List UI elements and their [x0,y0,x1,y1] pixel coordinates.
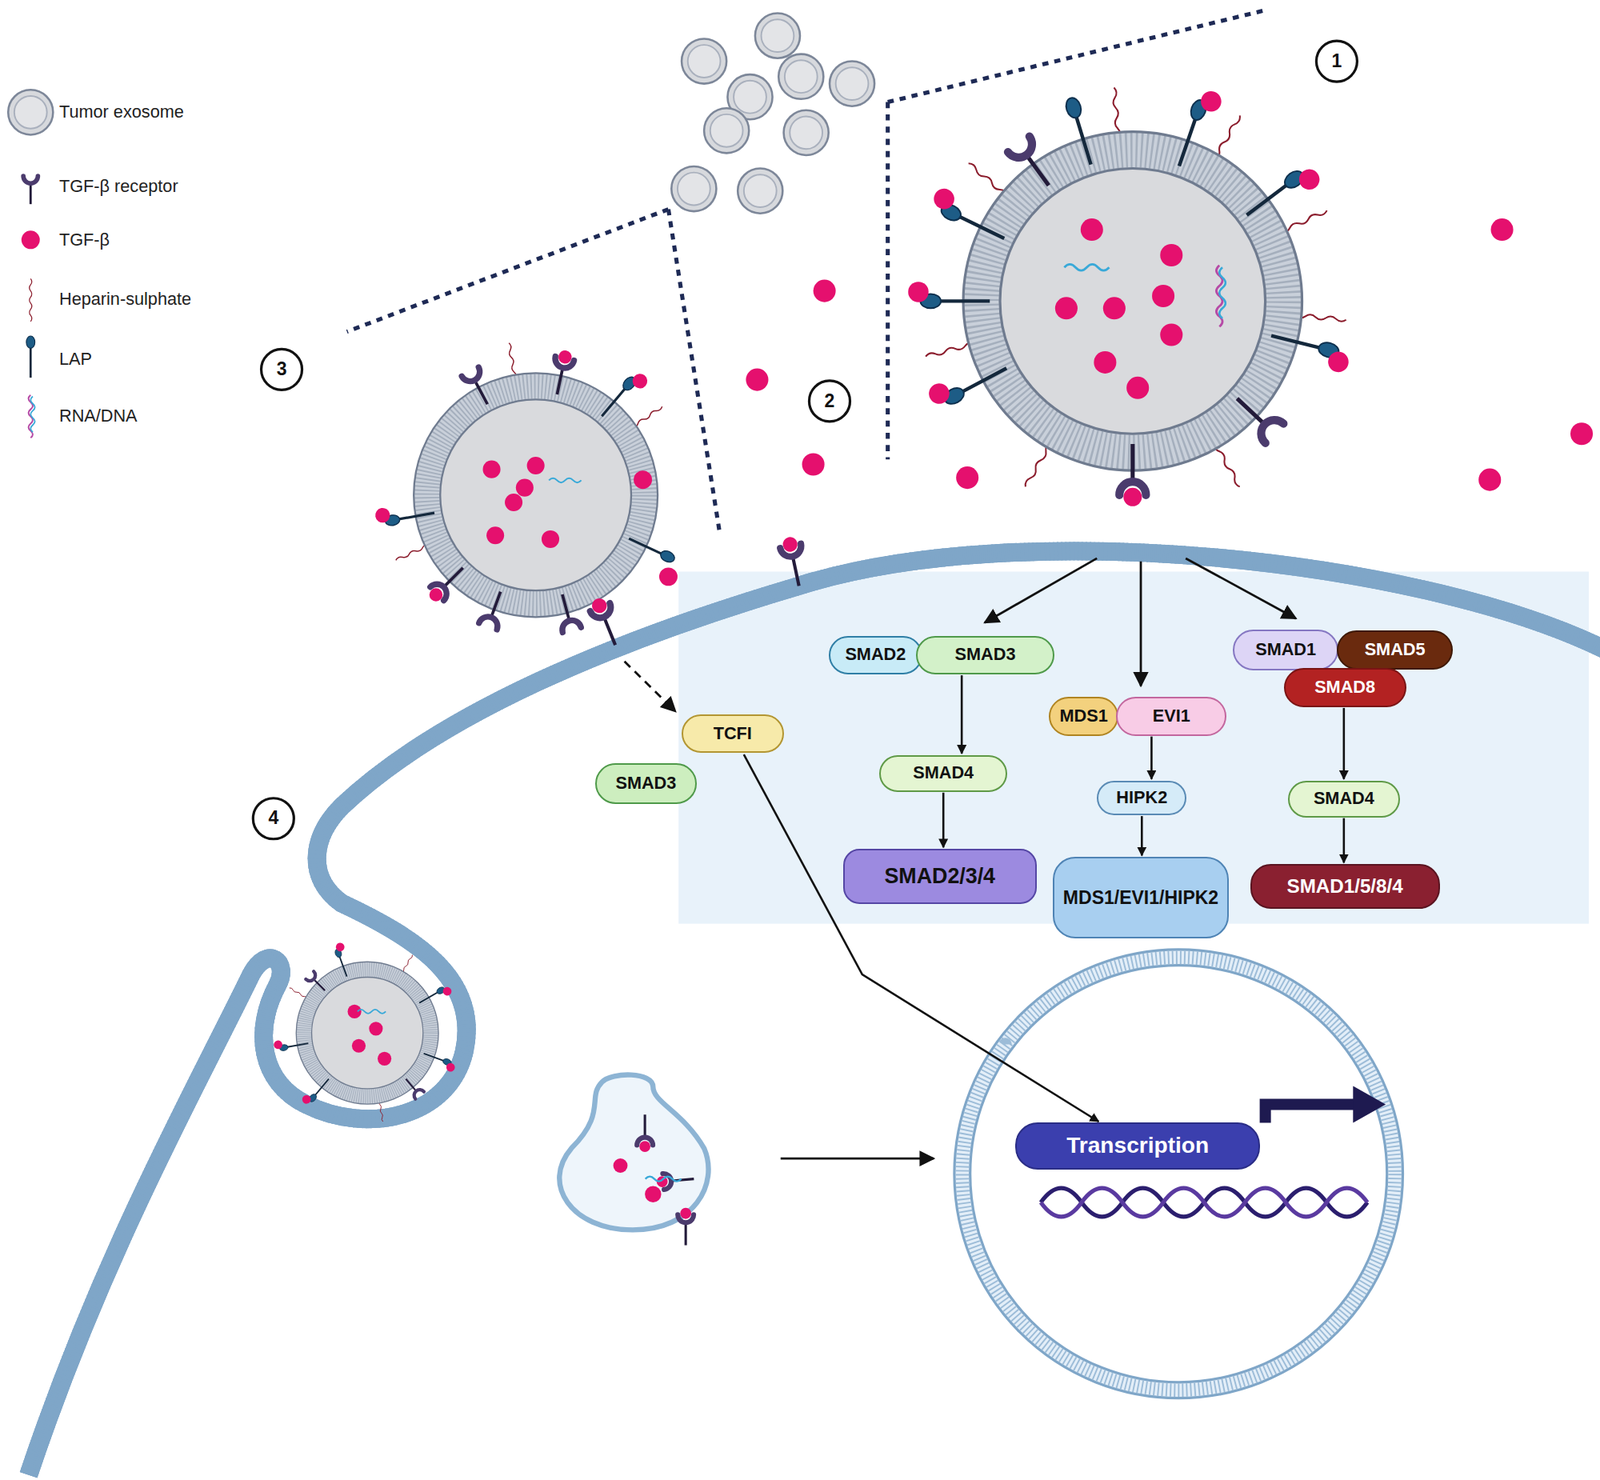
node-label: SMAD1 [1255,640,1316,660]
membrane-receptor [587,595,626,650]
node-label: SMAD2 [844,644,906,665]
protein-pill: MDS1 [1048,696,1119,736]
pathway-arrow [1150,736,1153,780]
smad-pill: SMAD5 [1336,630,1453,669]
callout-circles [252,40,1357,840]
smad-pill: SMAD8 [1284,668,1407,707]
legend-label: TGF-β receptor [59,176,179,197]
node-label: MDS1/EVI1/HIPK2 [1063,887,1219,908]
nucleus [962,957,1396,1391]
tumor-exosome [374,342,677,632]
smad-pill: SMAD4 [1288,780,1400,818]
protein-pill: EVI1 [1116,696,1227,736]
node-label: SMAD8 [1314,677,1376,698]
cell-membrane [28,551,1600,1476]
node-label: SMAD1/5/8/4 [1287,875,1404,898]
node-label: SMAD5 [1364,640,1426,660]
node-label: Transcription [1066,1132,1209,1159]
pathway-arrow [744,754,1100,1122]
callout-number: 1 [1318,43,1356,80]
node-label: EVI1 [1152,706,1191,727]
signal-arrows [624,558,1296,1159]
legend-label: RNA/DNA [59,405,138,427]
transcription-box: Transcription [1015,1122,1260,1170]
dna-helix [1040,1188,1368,1217]
exosome-cluster [671,13,875,214]
node-label: SMAD4 [1313,788,1375,809]
factor-pill: TCFI [681,714,784,753]
complex-box: SMAD2/3/4 [843,848,1037,904]
legend-icons [8,89,53,438]
smad-pill: SMAD3 [916,636,1054,675]
endosome [559,1075,708,1246]
transcription-start-arrow [1265,1086,1387,1124]
callout-number: 2 [811,382,848,420]
legend-label: TGF-β [59,229,110,251]
tumor-exosome [272,941,457,1122]
smad-pill: SMAD4 [879,755,1007,792]
legend-label: LAP [59,348,92,370]
callout-number: 4 [255,800,292,837]
pathway-arrow [1343,818,1346,864]
pathway-arrow [960,675,964,754]
tumor-exosome [908,86,1352,507]
legend-label: Heparin-sulphate [59,288,192,310]
node-label: SMAD2/3/4 [884,864,996,889]
free-tgf-beta [745,218,1593,492]
membrane-receptor [778,535,810,588]
legend-label: Tumor exosome [59,101,184,123]
smad-pill: SMAD2 [828,636,923,675]
node-label: SMAD4 [912,763,974,784]
pathway-arrow [942,792,945,848]
node-label: SMAD3 [615,773,676,794]
node-label: TCFI [713,724,752,744]
callout-number: 3 [263,351,300,388]
smad-pill: SMAD3 [595,763,698,804]
protein-pill: HIPK2 [1096,780,1187,816]
pathway-arrow [1343,708,1346,780]
complex-box: MDS1/EVI1/HIPK2 [1052,856,1229,939]
smad-pill: SMAD1 [1232,629,1340,671]
pathway-arrow [1140,816,1144,856]
complex-box: SMAD1/5/8/4 [1250,864,1440,909]
node-label: HIPK2 [1116,788,1168,808]
node-label: SMAD3 [955,644,1016,665]
node-label: MDS1 [1059,706,1108,727]
